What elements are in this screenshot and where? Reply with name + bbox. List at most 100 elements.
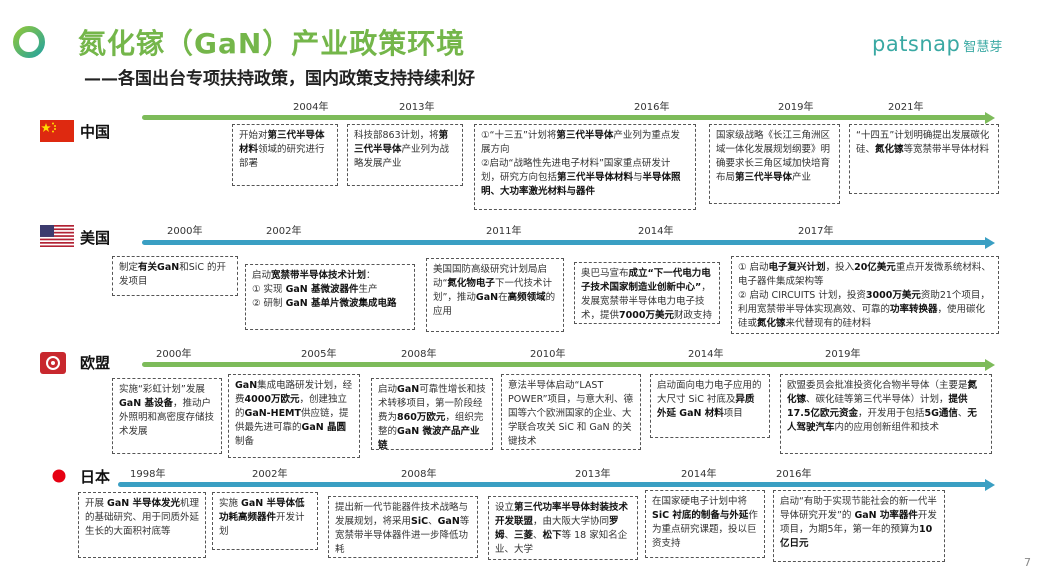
box-text: 开展: [85, 498, 108, 509]
policy-box: 启动GaN可靠性增长和技术转移项目，第一阶段经费为860万欧元，组织完整的GaN…: [371, 378, 493, 450]
year-label: 2002年: [252, 469, 288, 480]
box-text: 科技部863计划，将: [354, 130, 439, 141]
highlight-text: GaN 半导体低功耗高频器件: [219, 498, 305, 523]
highlight-text: 罗姆: [495, 516, 619, 541]
year-label: 2010年: [530, 349, 566, 360]
policy-box: 科技部863计划，将第三代半导体产业列为战略发展产业: [347, 124, 463, 186]
highlight-text: 4000万欧元: [244, 394, 300, 405]
box-text: 集成电路研发计划，经费: [235, 380, 353, 405]
year-label: 2016年: [776, 469, 812, 480]
box-text: 项目: [723, 408, 743, 419]
box-text: 与: [633, 172, 643, 183]
policy-box: “十四五”计划明确提出发展碳化硅、氮化镓等宽禁带半导体材料: [849, 124, 999, 194]
box-text: 制备: [235, 436, 255, 447]
highlight-text: GaN 晶圆: [301, 422, 346, 433]
timeline-arrow-usa: [985, 237, 995, 249]
box-text: 、: [428, 516, 438, 527]
timeline-axis-usa: [142, 240, 987, 245]
highlight-text: GaN 基单片微波集成电路: [285, 298, 397, 309]
year-label: 2014年: [681, 469, 717, 480]
country-label-china: 中国: [80, 123, 111, 141]
box-text: 等 18 家知名企业、大学: [495, 530, 628, 555]
highlight-text: GaN 基设备: [119, 398, 173, 409]
highlight-text: 三菱: [514, 530, 534, 541]
policy-box: 启动“有助于实现节能社会的新一代半导体研究开发”的 GaN 功率器件开发项目，为…: [773, 490, 945, 562]
highlight-text: SiC: [411, 516, 429, 527]
box-text: ，由大阪大学协同: [533, 516, 610, 527]
highlight-text: 半导体照明、大功率激光材料与器件: [481, 172, 681, 197]
box-text: 产业列为重点发展方向: [481, 130, 680, 155]
policy-box: 设立第三代功率半导体封装技术开发联盟，由大阪大学协同罗姆、三菱、松下等 18 家…: [488, 496, 638, 560]
box-text: 开发计划: [219, 512, 305, 537]
box-text: 制定: [119, 262, 139, 273]
eu-emblem-icon: [40, 352, 66, 374]
highlight-text: GaN: [475, 292, 499, 303]
highlight-text: 无人驾驶汽车: [787, 408, 977, 433]
country-label-europe: 欧盟: [80, 354, 111, 372]
policy-box: GaN集成电路研发计划，经费4000万欧元，创建独立的GaN-HEMT供应链，提…: [228, 374, 360, 458]
year-label: 2014年: [638, 226, 674, 237]
japan-flag-icon: [52, 468, 66, 483]
highlight-text: SiC 衬底的制备与外延: [652, 510, 749, 521]
box-text: ② 启动 CIRCUITS 计划，投资: [738, 290, 866, 301]
page-number: 7: [1024, 556, 1031, 569]
box-text: 财政支持: [673, 310, 712, 321]
usa-flag-icon: [40, 225, 74, 247]
year-label: 2021年: [888, 102, 924, 113]
box-text: ，投入: [825, 262, 855, 273]
box-text: 国家级战略《长江三角洲区域一体化发展规划纲要》明确要求长三角区域加快培育布局: [716, 130, 831, 183]
year-label: 2000年: [167, 226, 203, 237]
box-text: 开发项目，为期5年，第一年的预算为: [780, 510, 937, 535]
policy-box: 奥巴马宣布成立“下一代电力电子技术国家制造业创新中心”，发展宽禁带半导体电力电子…: [574, 262, 720, 324]
box-text: ②启动“战略性先进电子材料”国家重点研发计划，研究方向包括: [481, 158, 671, 183]
box-text: 资助21个项目，利用宽禁带半导体实现高效、可靠的: [738, 290, 990, 315]
box-text: ：: [366, 270, 376, 281]
box-text: 、: [957, 408, 968, 419]
box-text: 、: [504, 530, 515, 541]
policy-box: 实施“彩虹计划”发展GaN 基设备，推动户外照明和高密度存储技术发展: [112, 378, 222, 454]
highlight-text: 第三代半导体材料: [557, 172, 634, 183]
policy-box: 意法半导体启动“LAST POWER”项目，与意大利、德国等六个欧洲国家的企业、…: [501, 374, 641, 450]
timeline-arrow-europe: [985, 359, 995, 371]
year-label: 2011年: [486, 226, 522, 237]
year-label: 2014年: [688, 349, 724, 360]
box-text: 可靠性增长和技术转移项目，第一阶段经费为: [378, 384, 486, 423]
box-text: ① 实现: [252, 284, 286, 295]
box-text: 启动“有助于实现节能社会的新一代半导体研究开发”的: [780, 496, 937, 521]
policy-box: 提出新一代节能器件技术战略与发展规划，将采用SiC、GaN等宽禁带半导体器件进一…: [328, 496, 478, 558]
box-text: 产业列为战略发展产业: [354, 144, 450, 169]
box-text: 提出新一代节能器件技术战略与发展规划，将采用: [335, 502, 469, 527]
highlight-text: 高频领域: [507, 292, 546, 303]
year-label: 2004年: [293, 102, 329, 113]
highlight-text: 860万欧元: [397, 412, 446, 423]
highlight-text: 3000万美元: [865, 290, 921, 301]
timeline-arrow-china: [985, 112, 995, 124]
highlight-text: 氮化物电子: [447, 278, 495, 289]
country-label-usa: 美国: [80, 229, 111, 247]
box-text: 、碳化硅等第三代半导体）计划，: [806, 394, 949, 405]
highlight-text: 20亿美元: [854, 262, 896, 273]
timeline-arrow-japan: [985, 479, 995, 491]
highlight-text: GaN-HEMT: [244, 408, 301, 419]
box-text: 等宽禁带半导体器件进一步降低功耗: [335, 516, 470, 555]
year-label: 2008年: [401, 349, 437, 360]
highlight-text: GaN: [437, 516, 460, 527]
page-subtitle: ——各国出台专项扶持政策，国内政策支持持续利好: [84, 69, 475, 89]
highlight-text: GaN 半导体发光: [107, 498, 180, 509]
highlight-text: GaN: [397, 384, 420, 395]
box-text: 设立: [495, 502, 515, 513]
box-text: 产业: [792, 172, 812, 183]
box-text: 实施: [219, 498, 242, 509]
year-label: 2019年: [825, 349, 861, 360]
box-text: ，组织完整的: [378, 412, 484, 437]
box-text: 下一代技术计划”，推动: [433, 278, 552, 303]
box-text: ，开发用于包括: [857, 408, 925, 419]
year-label: 2017年: [798, 226, 834, 237]
highlight-text: GaN: [235, 380, 258, 391]
box-text: 供应链，提供最先进可靠的: [235, 408, 349, 433]
highlight-text: 松下: [542, 530, 562, 541]
highlight-text: 第三代半导体: [354, 130, 449, 155]
box-text: 在: [498, 292, 508, 303]
